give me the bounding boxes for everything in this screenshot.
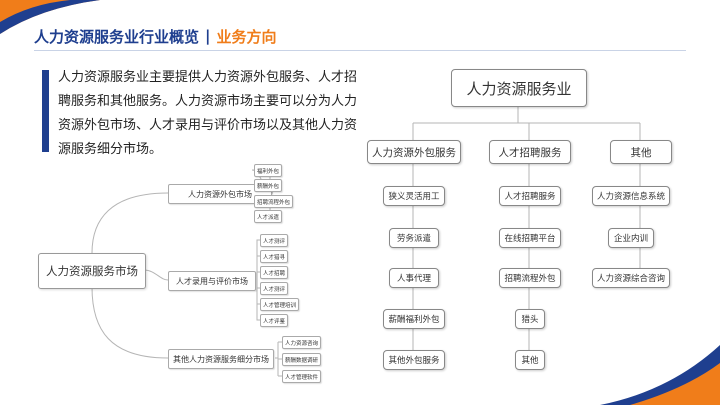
top-left-corner-decoration [0,0,100,34]
intro-paragraph: 人力资源服务业主要提供人力资源外包服务、人才招聘服务和其他服务。人力资源市场主要… [58,70,358,157]
mindmap-leaf: 薪酬数据调研 [282,353,322,366]
orgchart-item: 猎头 [515,309,545,329]
orgchart-item: 其他外包服务 [383,350,445,370]
orgchart-item: 人才招聘服务 [499,186,561,206]
mindmap-leaf: 人才测评 [260,282,289,295]
mindmap-leaf: 人力资源咨询 [282,336,322,349]
orgchart-item: 企业内训 [608,228,654,248]
orgchart-item: 人事代理 [389,268,439,288]
intro-accent-bar [42,70,49,152]
orgchart-item: 在线招聘平台 [499,228,561,248]
mindmap-leaf: 人才招聘 [260,266,289,279]
mindmap-branch-outsourcing: 人力资源外包市场 [168,184,272,204]
orgchart-item: 薪酬福利外包 [383,309,445,329]
orgchart-column-header: 人力资源外包服务 [367,140,461,164]
title-main: 人力资源服务业行业概览 [34,27,200,46]
orgchart-item: 人力资源信息系统 [592,186,670,206]
orgchart-item: 狭义灵活用工 [383,186,445,206]
page-title: 人力资源服务业行业概览 | 业务方向 [34,26,277,46]
title-separator: | [205,27,211,45]
orgchart-root: 人力资源服务业 [451,69,587,107]
orgchart-column-header: 人才招聘服务 [489,140,571,164]
mindmap-leaf: 人才评鉴 [260,314,289,327]
mindmap-branch-recruitment: 人才录用与评价市场 [168,271,256,291]
mindmap-leaf: 人才测评 [260,234,289,247]
mindmap-leaf: 人才猎寻 [260,250,289,263]
mindmap-leaf: 人才管理软件 [282,370,322,383]
orgchart-item: 招聘流程外包 [499,268,561,288]
orgchart-column-header: 其他 [610,140,672,164]
title-divider [34,50,686,51]
mindmap-leaf: 人才管理培训 [260,298,300,311]
mindmap-leaf: 招聘流程外包 [254,195,294,208]
orgchart-item: 劳务派遣 [389,228,439,248]
title-subtitle: 业务方向 [216,27,277,46]
mindmap-leaf: 福利外包 [254,164,283,177]
mindmap-root: 人力资源服务市场 [38,253,146,289]
orgchart-item: 其他 [515,350,545,370]
orgchart-item: 人力资源综合咨询 [592,268,670,288]
mindmap-branch-other: 其他人力资源服务细分市场 [168,349,274,369]
mindmap-leaf: 薪酬外包 [254,179,283,192]
bottom-right-corner-decoration [600,345,720,405]
mindmap-leaf: 人才派遣 [254,210,283,223]
